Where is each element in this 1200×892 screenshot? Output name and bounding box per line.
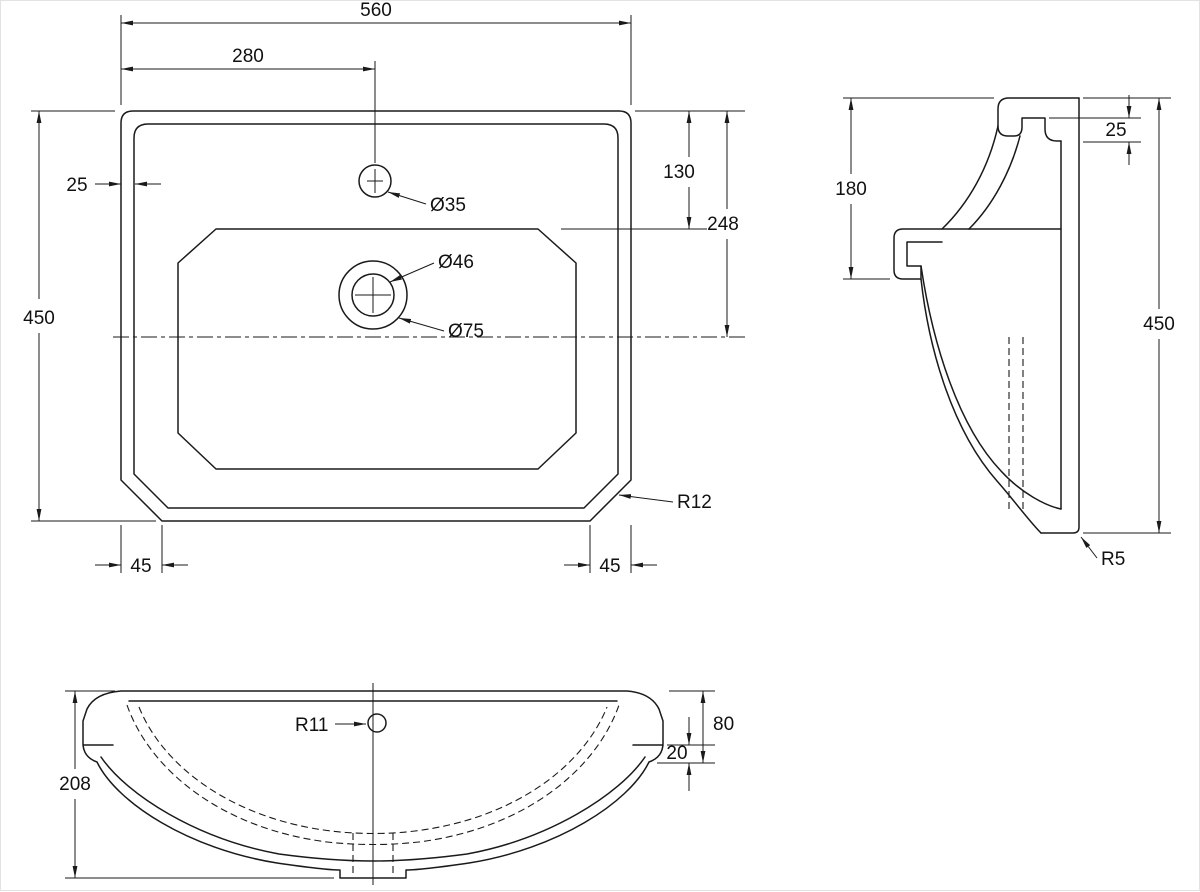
dim-45-left: 45 <box>95 525 188 577</box>
leader-line <box>1080 536 1098 559</box>
dim-label-d46: Ø46 <box>438 252 474 273</box>
side-section-view: 25 180 450 R5 <box>835 95 1175 570</box>
dim-label-d75: Ø75 <box>448 321 484 342</box>
label-waste-outer-dia: Ø75 <box>398 317 484 342</box>
dim-450-side: 450 <box>1083 97 1175 534</box>
dim-label-20: 20 <box>666 743 687 764</box>
waste-hole-outer <box>338 260 408 330</box>
leader-line <box>398 317 445 332</box>
front-section-view: 208 80 20 R11 <box>59 683 734 885</box>
dim-180: 180 <box>835 97 994 280</box>
bowl-outline <box>177 228 577 470</box>
tap-hole <box>358 164 392 198</box>
dim-45-right: 45 <box>564 525 657 577</box>
label-r12: R12 <box>618 492 712 513</box>
bowl-outer-curve <box>920 278 1042 534</box>
leader-line <box>618 494 674 503</box>
dim-label-180: 180 <box>835 179 867 200</box>
basin-outer-outline <box>120 110 632 522</box>
dim-450-plan: 450 <box>23 110 156 522</box>
rim-hook-profile <box>997 97 1080 142</box>
dim-25-rim: 25 <box>66 175 161 196</box>
dim-label-450-side: 450 <box>1143 314 1175 335</box>
dim-248: 248 <box>707 111 739 337</box>
waste-hole-inner <box>351 273 395 317</box>
dim-label-d35: Ø35 <box>430 195 466 216</box>
basin-rim-inner-outline <box>133 123 619 509</box>
plan-view: 560 280 25 130 248 <box>23 1 745 577</box>
dim-80: 80 <box>657 690 734 764</box>
label-r5: R5 <box>1080 536 1125 570</box>
dim-label-25: 25 <box>66 175 87 196</box>
bowl-inner-curve <box>920 265 1062 510</box>
dim-label-25-side: 25 <box>1105 120 1126 141</box>
label-tap-dia: Ø35 <box>387 191 466 216</box>
dim-280: 280 <box>121 46 376 163</box>
dim-label-r5: R5 <box>1101 549 1125 570</box>
label-waste-inner-dia: Ø46 <box>389 252 474 283</box>
dim-25-side: 25 <box>1049 95 1141 165</box>
dim-label-r11: R11 <box>295 715 328 736</box>
dim-label-560: 560 <box>360 1 392 21</box>
front-silhouette <box>82 690 664 879</box>
dim-130: 130 <box>663 111 695 229</box>
dim-label-130: 130 <box>663 162 695 183</box>
dim-label-80: 80 <box>713 714 734 735</box>
dim-label-45-right: 45 <box>599 556 620 577</box>
dim-label-r12: R12 <box>677 492 712 513</box>
dim-560: 560 <box>120 1 632 105</box>
leader-line <box>387 191 427 205</box>
leader-line <box>389 262 435 283</box>
dim-label-450: 450 <box>23 308 55 329</box>
dim-208: 208 <box>59 690 334 879</box>
front-apron-section <box>893 228 970 280</box>
deck-inner-curve <box>968 135 1021 230</box>
dim-label-280: 280 <box>232 46 264 67</box>
back-wall-outer <box>1040 97 1080 534</box>
dim-20: 20 <box>666 717 715 791</box>
overflow-hole <box>367 713 387 733</box>
dim-label-208: 208 <box>59 774 91 795</box>
dim-label-45-left: 45 <box>130 556 151 577</box>
deck-outer-curve <box>941 125 999 230</box>
dim-label-248: 248 <box>707 214 739 235</box>
label-r11: R11 <box>295 715 366 736</box>
